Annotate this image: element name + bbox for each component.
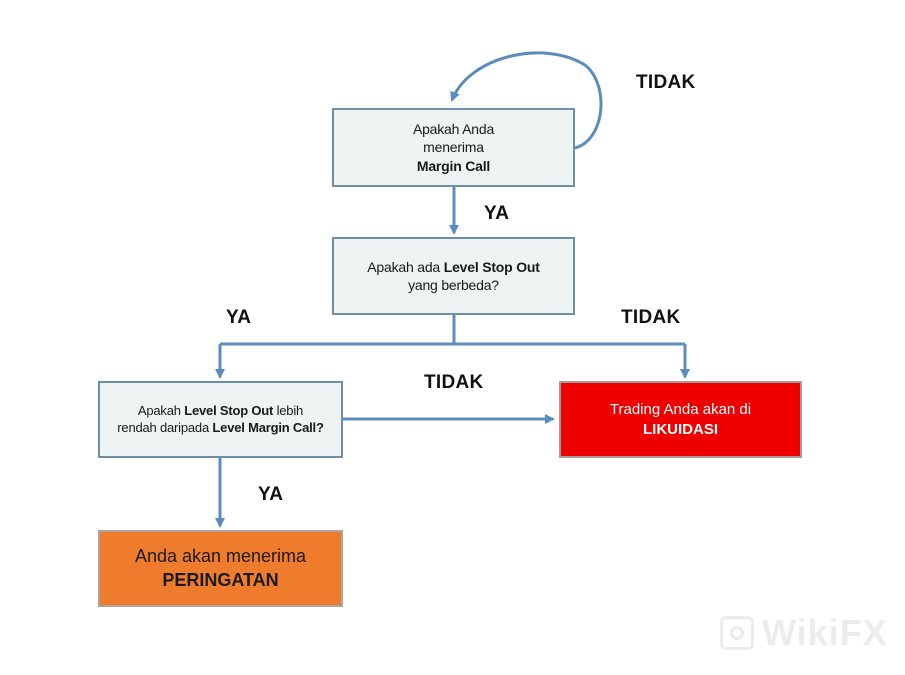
label-left-yes: YA — [226, 307, 252, 328]
node-warning: Anda akan menerima PERINGATAN — [98, 530, 343, 607]
wikifx-logo-icon — [720, 616, 754, 650]
node-stop-out-line2: yang berbeda? — [408, 277, 499, 293]
node-lower-bold1: Level Stop Out — [184, 402, 274, 418]
label-loop-no: TIDAK — [636, 72, 696, 93]
node-margin-call-line1: Apakah Anda — [412, 121, 495, 138]
node-stop-out-pre: Apakah ada — [367, 258, 441, 275]
wikifx-watermark-text: WikiFX — [762, 612, 888, 653]
label-bottom-yes: YA — [258, 484, 284, 505]
node-stop-out-question: Apakah ada Level Stop Out yang berbeda? — [332, 237, 575, 315]
node-lower-pre: Apakah — [137, 402, 181, 418]
node-lower-mid: lebih — [276, 402, 304, 418]
node-margin-call-question: Apakah Anda menerima Margin Call — [332, 108, 575, 187]
node-margin-call-line3: Margin Call — [416, 157, 491, 174]
node-liquidation-line1: Trading Anda akan di — [609, 401, 752, 418]
node-stop-out-bold: Level Stop Out — [443, 258, 540, 275]
node-warning-line2: PERINGATAN — [162, 569, 279, 590]
wikifx-watermark: WikiFX — [720, 612, 888, 654]
label-right-no: TIDAK — [621, 307, 681, 328]
node-warning-line1: Anda akan menerima — [134, 546, 307, 567]
node-liquidation: Trading Anda akan di LIKUIDASI — [559, 381, 802, 458]
node-margin-call-line2: menerima — [423, 139, 484, 156]
label-first-yes: YA — [484, 203, 510, 224]
node-lower-line2-pre: rendah daripada — [117, 419, 209, 435]
node-lower-than-question: Apakah Level Stop Out lebih rendah darip… — [98, 381, 343, 458]
node-liquidation-line2: LIKUIDASI — [643, 420, 718, 438]
label-middle-no: TIDAK — [424, 372, 484, 393]
loop-arrow — [450, 51, 603, 150]
split-line-from-stop-out — [220, 315, 685, 346]
node-lower-bold2: Level Margin Call? — [212, 419, 324, 435]
